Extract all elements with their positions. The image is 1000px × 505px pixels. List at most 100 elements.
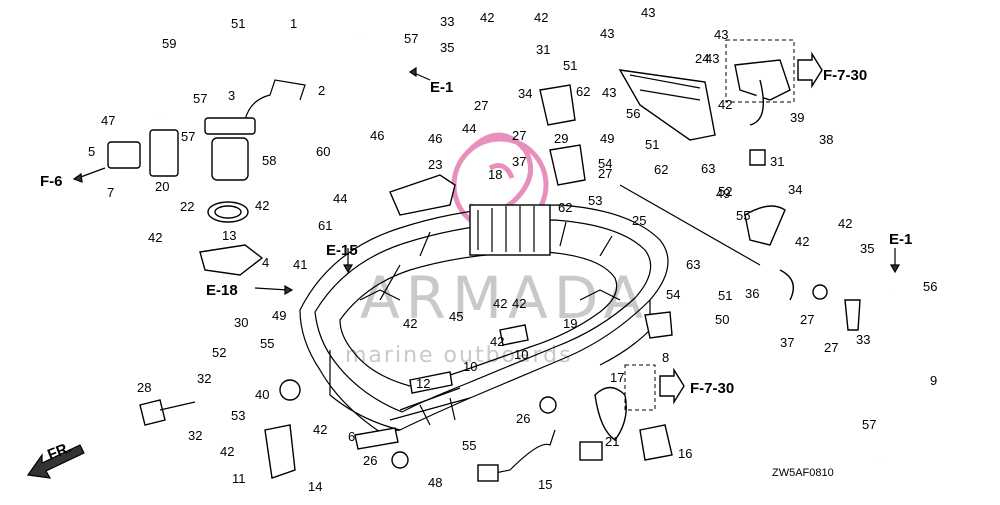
callout-labels: E-1E-1F-6E-15E-18F-7-30F-7-30 [40, 67, 912, 397]
part-number-label: 35 [440, 40, 454, 55]
part-number-label: 19 [563, 316, 577, 331]
part-number-label: 37 [512, 154, 526, 169]
part-number-label: 12 [416, 376, 430, 391]
part-number-label: 43 [602, 85, 616, 100]
watermark: ARMADA marine outboards [345, 132, 649, 368]
part-number-label: 16 [678, 446, 692, 461]
part-number-label: 25 [632, 213, 646, 228]
part-number-label: 27 [512, 128, 526, 143]
part-number-label: 37 [780, 335, 794, 350]
part-number-label: 21 [605, 434, 619, 449]
part-number-label: 62 [654, 162, 668, 177]
part-number-label: 3 [228, 88, 235, 103]
part-number-label: 42 [490, 334, 504, 349]
part-number-label: 42 [403, 316, 417, 331]
part-number-label: 13 [222, 228, 236, 243]
part-number-label: 2 [318, 83, 325, 98]
part-number-label: 59 [162, 36, 176, 51]
part-number-label: 27 [598, 166, 612, 181]
section-callout-label: F-6 [40, 173, 63, 190]
part-number-label: 41 [293, 257, 307, 272]
part-number-label: 49 [600, 131, 614, 146]
part-number-label: 29 [554, 131, 568, 146]
part-number-label: 50 [715, 312, 729, 327]
part-number-label: 57 [862, 417, 876, 432]
section-callout-label: F-7-30 [823, 67, 867, 84]
part-number-label: 55 [260, 336, 274, 351]
part-number-label: 6 [348, 429, 355, 444]
part-number-label: 52 [718, 184, 732, 199]
part-number-label: 26 [516, 411, 530, 426]
part-number-label: 43 [641, 5, 655, 20]
part-number-label: 9 [930, 373, 937, 388]
part-number-label: 44 [462, 121, 476, 136]
part-number-label: 18 [488, 167, 502, 182]
section-callout-label: E-1 [889, 231, 912, 248]
part-number-label: 56 [626, 106, 640, 121]
part-number-label: 42 [255, 198, 269, 213]
part-number-label: 8 [662, 350, 669, 365]
part-number-label: 27 [474, 98, 488, 113]
part-number-label: 27 [824, 340, 838, 355]
part-number-label: 15 [538, 477, 552, 492]
part-number-label: 32 [197, 371, 211, 386]
part-number-label: 55 [462, 438, 476, 453]
part-number-label: 60 [316, 144, 330, 159]
fuel-parts [107, 34, 897, 482]
part-number-label: 34 [788, 182, 802, 197]
section-callout-label: E-15 [326, 242, 358, 259]
part-number-label: 54 [598, 156, 612, 171]
diagram-code: ZW5AF0810 [772, 467, 834, 479]
part-number-label: 42 [838, 216, 852, 231]
part-number-label: 24 [695, 51, 709, 66]
part-number-label: 1 [290, 16, 297, 31]
part-number-label: 49 [272, 308, 286, 323]
part-number-label: 52 [212, 345, 226, 360]
part-number-label: 35 [860, 241, 874, 256]
part-number-label: 30 [234, 315, 248, 330]
part-number-label: 46 [428, 131, 442, 146]
part-number-label: 43 [714, 27, 728, 42]
section-callout-label: E-1 [430, 79, 453, 96]
lower-cover-drawing [299, 204, 669, 433]
part-number-label: 39 [790, 110, 804, 125]
part-number-label: 63 [701, 161, 715, 176]
part-number-label: 40 [255, 387, 269, 402]
part-number-label: 28 [137, 380, 151, 395]
part-number-label: 42 [313, 422, 327, 437]
part-number-label: 55 [736, 208, 750, 223]
part-number-label: 58 [262, 153, 276, 168]
part-number-label: 34 [518, 86, 532, 101]
part-number-label: 56 [923, 279, 937, 294]
part-number-label: 49 [716, 186, 730, 201]
part-number-label: 23 [428, 157, 442, 172]
part-number-label: 61 [318, 218, 332, 233]
callout-arrows [26, 39, 901, 479]
part-number-label: 53 [588, 193, 602, 208]
front-direction-arrow-icon [26, 444, 85, 479]
part-number-label: 17 [610, 370, 624, 385]
part-number-label: 42 [718, 97, 732, 112]
part-number-label: 10 [514, 347, 528, 362]
part-number-label: 4 [262, 255, 269, 270]
part-number-label: 22 [180, 199, 194, 214]
part-number-label: 42 [148, 230, 162, 245]
part-number-label: 42 [480, 10, 494, 25]
part-number-label: 27 [800, 312, 814, 327]
part-number-label: 31 [770, 154, 784, 169]
part-number-label: 20 [155, 179, 169, 194]
part-number-label: 57 [193, 91, 207, 106]
part-number-label: 48 [428, 475, 442, 490]
part-number-label: 47 [101, 113, 115, 128]
part-number-label: 62 [558, 200, 572, 215]
part-number-label: 45 [449, 309, 463, 324]
part-number-label: 51 [645, 137, 659, 152]
part-number-label: 46 [370, 128, 384, 143]
part-number-label: 62 [576, 84, 590, 99]
part-number-label: 36 [745, 286, 759, 301]
part-number-label: 33 [440, 14, 454, 29]
watermark-brand: ARMADA [360, 264, 649, 332]
part-number-label: 44 [333, 191, 347, 206]
